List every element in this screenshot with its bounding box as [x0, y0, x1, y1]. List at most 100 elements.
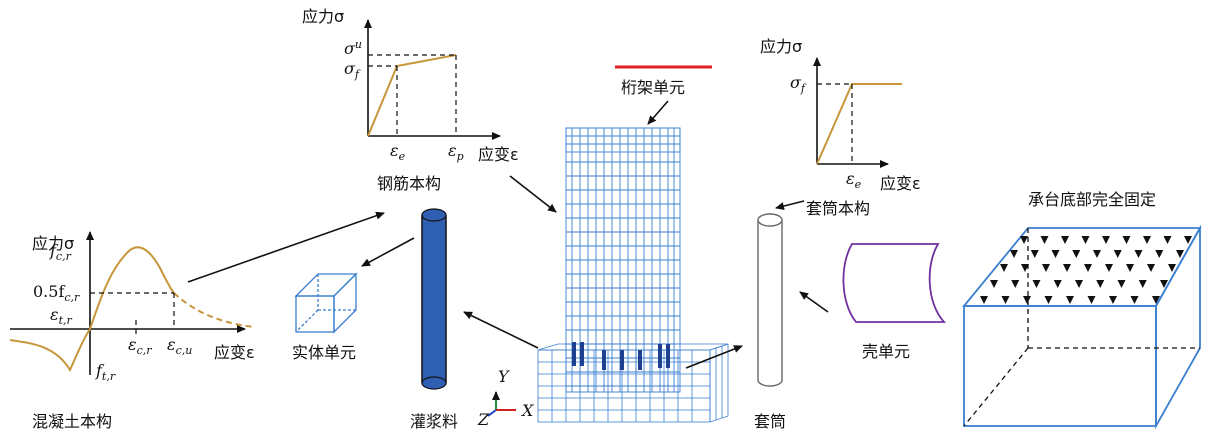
sleeve-curve: [816, 83, 902, 165]
arrow-shell-to-sleeve: [799, 291, 829, 313]
sleeve-label: 套筒: [754, 412, 786, 431]
column-mesh: 桁架单元 Y Z X: [477, 65, 729, 429]
axis-x-label: X: [520, 401, 534, 420]
fixed-support-triangle: [980, 296, 988, 304]
concrete-eps-c-label: εc,r: [128, 335, 152, 357]
fixed-support-triangle: [1040, 236, 1049, 244]
arrow-grout-to-solid: [361, 237, 415, 267]
fixed-support-triangle: [1138, 280, 1147, 288]
steel-curve: [367, 54, 457, 137]
fixed-support-triangle: [1051, 250, 1060, 258]
sleeve-ylabel: 应力σ: [760, 37, 802, 56]
axis-y-label: Y: [498, 367, 510, 386]
fixed-support-triangle: [1155, 250, 1164, 258]
connector-arrows: [187, 175, 829, 369]
fixed-support-triangle: [1168, 264, 1176, 272]
fixed-support-triangle: [1176, 250, 1184, 258]
fixed-support-marks: [980, 236, 1192, 304]
fixed-support-triangle: [1075, 280, 1083, 288]
fixed-support-triangle: [1102, 236, 1110, 244]
grout-cylinder: [421, 208, 447, 390]
concrete-ylabel: 应力σ: [32, 234, 74, 253]
truss-arrow: [647, 100, 669, 125]
fixed-support-triangle: [1020, 236, 1028, 244]
concrete-softening-curve: [173, 292, 256, 328]
sleeve-xlabel: 应变ε: [880, 174, 921, 193]
shell-element: [842, 243, 947, 323]
steel-sf-label: σf: [344, 59, 361, 81]
fixed-base-box: [962, 224, 1202, 430]
fixed-support-triangle: [1053, 280, 1062, 288]
steel-caption: 钢筋本构: [377, 174, 441, 193]
sleeve-ee-label: εe: [846, 169, 862, 191]
shell-label: 壳单元: [862, 342, 910, 361]
sleeves-in-mesh: [572, 342, 670, 370]
steel-ep-label: εp: [448, 141, 464, 163]
fixed-support-triangle: [1152, 296, 1160, 304]
fixed-support-triangle: [1044, 296, 1053, 304]
grout-label: 灌浆料: [410, 412, 458, 431]
fixed-support-triangle: [1105, 264, 1113, 272]
steel-ylabel: 应力σ: [302, 7, 344, 26]
rebar-cage: [565, 127, 681, 393]
arrow-mesh-to-sleeve: [685, 345, 743, 369]
axis-triad: Y Z X: [477, 367, 534, 429]
fixed-support-triangle: [1030, 250, 1039, 258]
fixed-support-triangle: [1130, 296, 1139, 304]
fixed-support-triangle: [1096, 280, 1105, 288]
steel-ee-label: εe: [390, 141, 406, 163]
fixed-label: 承台底部完全固定: [1028, 190, 1156, 209]
fixed-support-triangle: [1032, 280, 1041, 288]
sleeve-caption: 套筒本构: [806, 199, 870, 218]
fixed-support-triangle: [1066, 296, 1074, 304]
axis-z-label: Z: [477, 410, 490, 429]
fixed-support-triangle: [1072, 250, 1081, 258]
fixed-support-triangle: [1143, 236, 1151, 244]
concrete-eps-u-label: εc,u: [167, 335, 192, 357]
concrete-xlabel: 应变ε: [214, 343, 255, 362]
fixed-support-triangle: [1000, 264, 1008, 272]
fixed-support-triangle: [1010, 250, 1018, 258]
fixed-support-triangle: [1134, 250, 1143, 258]
fixed-support-triangle: [1163, 236, 1172, 244]
arrow-mesh-to-grout: [463, 311, 539, 349]
fixed-support-triangle: [1021, 264, 1029, 272]
concrete-fc-label: fc,r: [49, 241, 72, 263]
sleeve-model: 应力σ 应变ε σf εe 套筒本构: [760, 37, 921, 218]
fixed-support-triangle: [1117, 280, 1126, 288]
fixed-support-triangle: [1001, 296, 1010, 304]
concrete-model: 应力σ 应变ε fc,r 0.5fc,r εt,r ft,r εc,r εc,u…: [9, 231, 256, 431]
steel-su-label: σu: [344, 38, 362, 58]
fixed-support-triangle: [1063, 264, 1071, 272]
concrete-eps-t-label: εt,r: [50, 305, 73, 327]
fixed-support-triangle: [990, 280, 998, 288]
arrow-sleeve-model: [775, 200, 805, 210]
fixed-support-triangle: [1011, 280, 1020, 288]
sleeve-sf-label: σf: [790, 73, 807, 95]
concrete-curve: [9, 246, 175, 373]
fixed-support-triangle: [1023, 296, 1031, 304]
fixed-support-triangle: [1042, 264, 1050, 272]
fixed-support-triangle: [1160, 280, 1168, 288]
fixed-support-triangle: [1122, 236, 1131, 244]
sleeve-cylinder: [757, 213, 783, 387]
fixed-support-triangle: [1061, 236, 1069, 244]
fixed-support-triangle: [1081, 236, 1090, 244]
fixed-support-triangle: [1093, 250, 1101, 258]
fixed-support-triangle: [1113, 250, 1122, 258]
fixed-support-triangle: [1084, 264, 1092, 272]
solid-element-cube: [294, 272, 358, 334]
arrow-steel-to-cage: [509, 175, 557, 213]
steel-xlabel: 应变ε: [478, 145, 519, 164]
fixed-support-triangle: [1087, 296, 1096, 304]
fixed-support-triangle: [1109, 296, 1117, 304]
concrete-ft-label: ft,r: [95, 361, 116, 383]
fixed-support-triangle: [1147, 264, 1155, 272]
arrow-concrete-to-grout: [187, 211, 385, 283]
fixed-support-triangle: [1184, 236, 1192, 244]
fixed-support-triangle: [1126, 264, 1134, 272]
solid-label: 实体单元: [292, 343, 356, 362]
steel-model: 应力σ 应变ε σu σf εe εp 钢筋本构: [302, 7, 519, 193]
